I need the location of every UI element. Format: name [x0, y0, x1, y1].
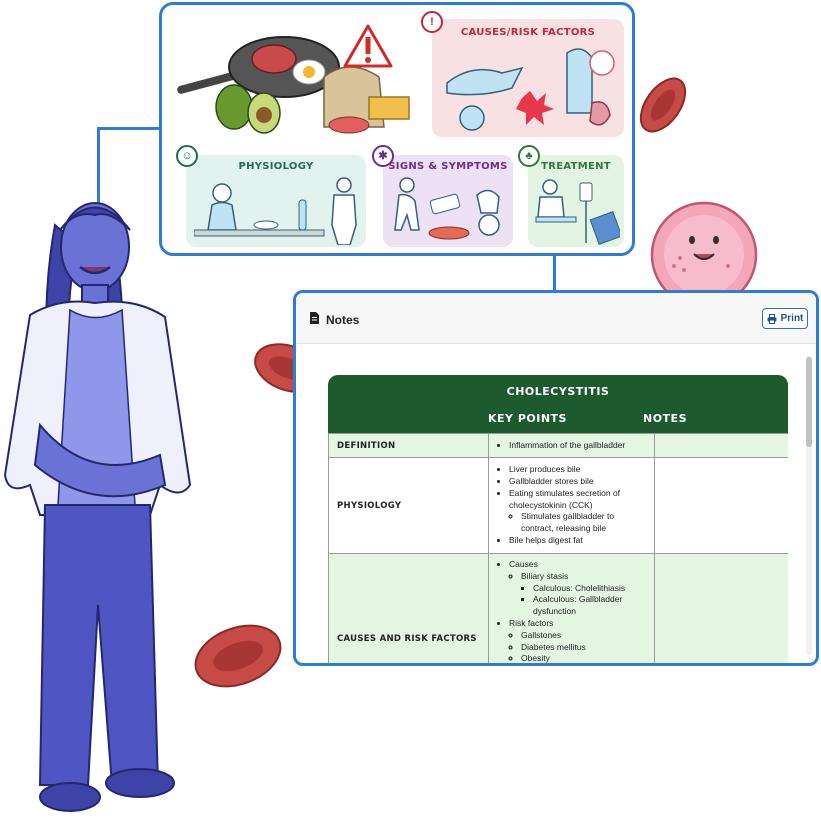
key-points-cell: Causes Biliary stasis Calculous: Choleli… [488, 553, 655, 663]
eating-person-illustration [194, 177, 357, 245]
list-item: Gallbladder stores bile [509, 476, 648, 488]
treatment-panel-title: TREATMENT [541, 161, 611, 172]
list-item: Acalculous: Gallbladder dysfunction [533, 594, 648, 618]
treatment-panel: TREATMENT [528, 155, 624, 247]
notes-cell[interactable] [654, 433, 788, 458]
fatty-food-illustration [177, 36, 410, 134]
table-row-physiology: PHYSIOLOGY Liver produces bile Gallbladd… [328, 457, 788, 554]
signs-panel-title: SIGNS & SYMPTOMS [388, 161, 508, 172]
symptoms-illustration [394, 177, 500, 240]
smiling-cell-illustration [650, 201, 758, 300]
notes-table: CHOLECYSTITIS KEY POINTS NOTES DEFINITIO… [328, 375, 788, 663]
causes-alert-badge: ! [421, 11, 443, 33]
key-points-list: Liver produces bile Gallbladder stores b… [495, 464, 648, 547]
list-item: Gallstones [521, 630, 648, 642]
illustration-card: CAUSES/RISK FACTORS ! PHYSIOLOGY ☺ SIGNS… [159, 2, 635, 256]
notes-window: Notes Print CHOLECYSTITIS KEY POINTS NOT… [293, 290, 819, 666]
signs-panel: SIGNS & SYMPTOMS [383, 155, 513, 247]
row-label: DEFINITION [328, 433, 489, 458]
notes-cell[interactable] [654, 457, 788, 554]
column-header-key-points: KEY POINTS [488, 412, 567, 425]
scrollbar-thumb[interactable] [806, 357, 812, 447]
physiology-panel-title: PHYSIOLOGY [238, 161, 314, 172]
document-icon [310, 312, 319, 324]
notes-header: Notes Print [296, 293, 816, 344]
causes-panel: CAUSES/RISK FACTORS [432, 19, 624, 137]
sub-list: Gallstones Diabetes mellitus Obesity [509, 630, 648, 663]
column-header-notes: NOTES [643, 412, 687, 425]
list-item: Bile helps digest fat [509, 535, 648, 547]
treatment-badge-icon: ♣ [518, 145, 540, 167]
risk-factors-illustration [446, 48, 615, 131]
treatment-illustration [535, 179, 620, 245]
table-header: CHOLECYSTITIS KEY POINTS NOTES [328, 375, 788, 433]
table-row-causes: CAUSES AND RISK FACTORS Causes Biliary s… [328, 553, 788, 663]
printer-icon [767, 313, 777, 324]
print-button[interactable]: Print [762, 308, 808, 329]
person-illustration [3, 202, 192, 812]
red-blood-cell-illustration [194, 624, 282, 688]
list-item: Liver produces bile [509, 464, 648, 476]
physiology-badge-icon: ☺ [176, 145, 198, 167]
key-points-cell: Liver produces bile Gallbladder stores b… [488, 457, 655, 554]
list-item-text: Biliary stasis [521, 570, 569, 581]
notes-table-body: DEFINITION Inflammation of the gallbladd… [328, 433, 788, 663]
list-item: Stimulates gallbladder to contract, rele… [521, 511, 648, 535]
list-item: Eating stimulates secretion of cholecyst… [509, 488, 648, 535]
list-item: Biliary stasis Calculous: Cholelithiasis… [521, 571, 648, 618]
scrollbar-track[interactable] [806, 355, 812, 655]
list-item: Inflammation of the gallbladder [509, 440, 648, 452]
list-item-text: Risk factors [509, 617, 554, 628]
key-points-cell: Inflammation of the gallbladder [488, 433, 655, 458]
physiology-panel: PHYSIOLOGY [186, 155, 366, 247]
print-label: Print [780, 313, 804, 324]
list-item: Risk factors Gallstones Diabetes mellitu… [509, 617, 648, 663]
connector-line [553, 254, 556, 293]
list-item: Obesity [521, 653, 648, 663]
notes-cell[interactable] [654, 553, 788, 663]
table-row-definition: DEFINITION Inflammation of the gallbladd… [328, 433, 788, 458]
key-points-list: Inflammation of the gallbladder [495, 440, 648, 452]
table-title: CHOLECYSTITIS [506, 385, 610, 398]
sub-list: Stimulates gallbladder to contract, rele… [509, 511, 648, 535]
connector-line [97, 127, 100, 217]
list-item: Causes Biliary stasis Calculous: Choleli… [509, 559, 648, 618]
row-label: CAUSES AND RISK FACTORS [328, 553, 489, 663]
warning-icon [343, 24, 393, 68]
row-label: PHYSIOLOGY [328, 457, 489, 554]
red-blood-cell-illustration [639, 77, 687, 133]
notes-title: Notes [326, 313, 360, 327]
connector-line [97, 127, 162, 130]
key-points-list: Causes Biliary stasis Calculous: Choleli… [495, 559, 648, 663]
list-item-text: Causes [509, 559, 538, 569]
causes-panel-title: CAUSES/RISK FACTORS [460, 27, 596, 38]
sub-list: Biliary stasis Calculous: Cholelithiasis… [509, 571, 648, 618]
signs-badge-icon: ✱ [372, 145, 394, 167]
list-item-text: Eating stimulates secretion of cholecyst… [509, 487, 621, 510]
sub-list: Calculous: Cholelithiasis Acalculous: Ga… [521, 583, 648, 618]
list-item: Diabetes mellitus [521, 642, 648, 654]
list-item: Calculous: Cholelithiasis [533, 583, 648, 595]
